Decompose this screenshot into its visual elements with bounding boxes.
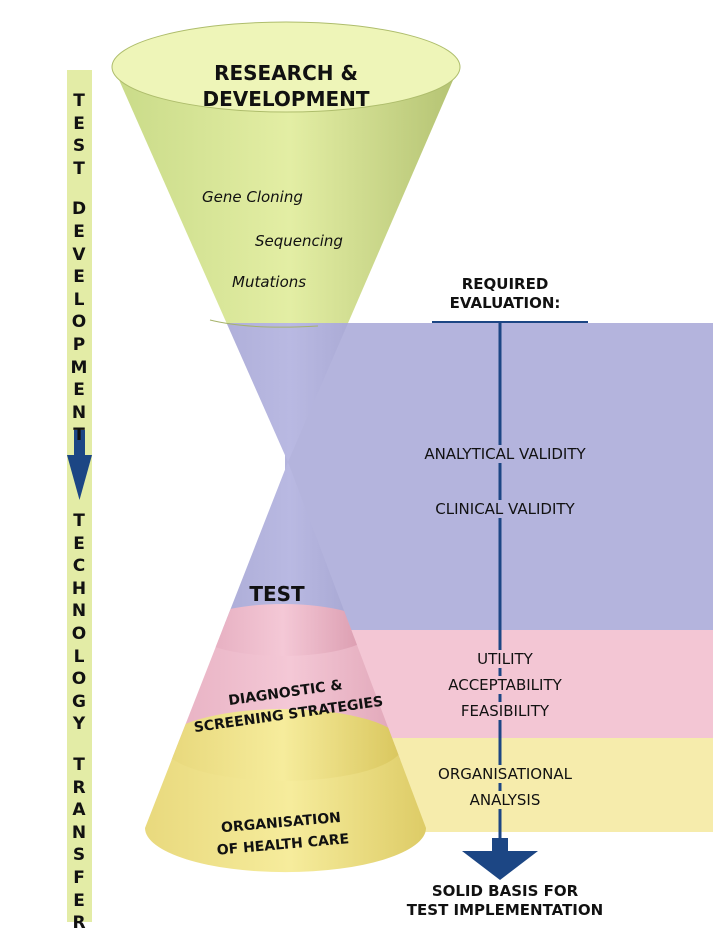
test-label: TEST [249,582,305,606]
research-title: RESEARCH & DEVELOPMENT [186,60,386,112]
cone-top-ellipse [111,21,461,113]
evaluation-header-line1: REQUIRED [461,275,549,293]
clinical-validity: CLINICAL VALIDITY [431,500,579,518]
utility: UTILITY [473,650,537,668]
feasibility: FEASIBILITY [456,702,554,720]
analytical-validity: ANALYTICAL VALIDITY [420,445,590,463]
item-gene-cloning: Gene Cloning [202,188,303,206]
evaluation-header: REQUIRED EVALUATION: [420,275,590,313]
evaluation-header-line2: EVALUATION: [449,294,561,312]
item-mutations: Mutations [232,273,307,291]
result-arrow-icon [462,851,538,880]
result-line1: SOLID BASIS FOR [431,882,579,900]
down-arrow-shaft [74,430,85,460]
acceptability: ACCEPTABILITY [444,676,566,694]
down-arrow-icon [67,455,92,500]
item-sequencing: Sequencing [255,232,343,250]
result-label: SOLID BASIS FOR TEST IMPLEMENTATION [405,882,605,920]
research-title-line2: DEVELOPMENT [202,87,370,111]
organisational-line2: ANALYSIS [465,791,545,809]
research-title-line1: RESEARCH & [214,61,358,85]
result-line2: TEST IMPLEMENTATION [406,901,604,919]
organisational-line1: ORGANISATIONAL [434,765,576,783]
